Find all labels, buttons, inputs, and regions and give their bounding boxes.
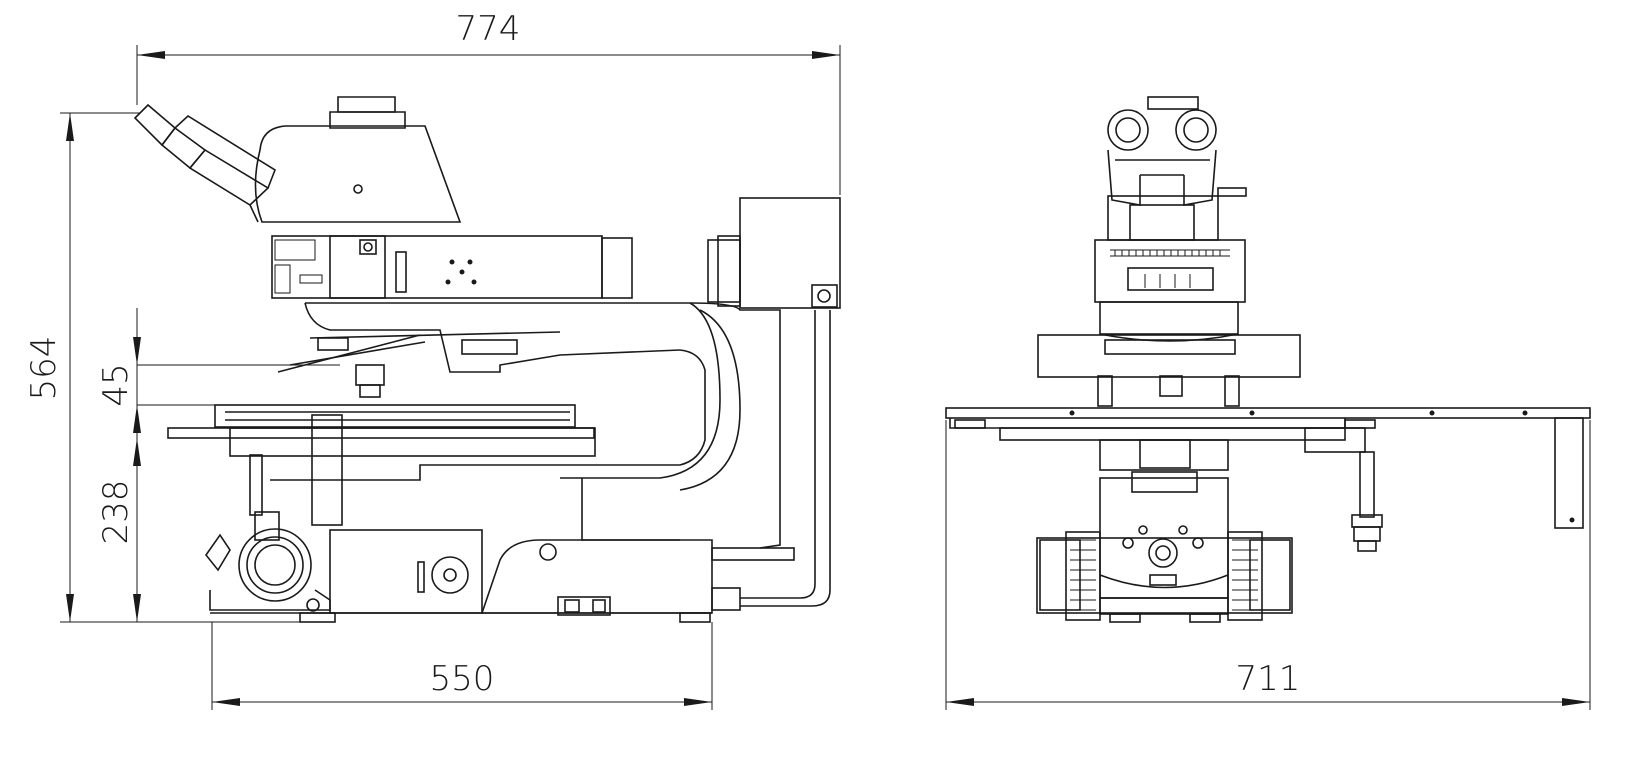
side-lamp-house (707, 197, 841, 607)
front-view (945, 96, 1591, 623)
side-stage (167, 404, 596, 526)
side-nosepiece (277, 331, 561, 398)
front-arm-plate (1037, 334, 1301, 407)
front-eyepieces (1107, 96, 1247, 241)
side-arm (270, 302, 781, 549)
front-pillar (1099, 439, 1229, 493)
dimension-711: 711 (1236, 659, 1301, 699)
front-head-body (1094, 239, 1246, 342)
dimension-774: 774 (456, 9, 521, 49)
dimension-lines (60, 45, 1591, 710)
dimension-564: 564 (24, 336, 64, 401)
front-base (1036, 477, 1293, 623)
side-head-housing (254, 96, 462, 223)
dimension-238: 238 (96, 480, 136, 545)
front-stage (945, 407, 1591, 529)
side-base (210, 529, 795, 623)
side-upper-body (271, 235, 633, 299)
front-stage-knob (1351, 451, 1383, 552)
side-eyepiece-tube (133, 103, 276, 223)
dimension-550: 550 (430, 659, 495, 699)
side-view (133, 96, 841, 623)
dimension-45: 45 (96, 363, 136, 406)
side-focus-column (205, 454, 331, 612)
